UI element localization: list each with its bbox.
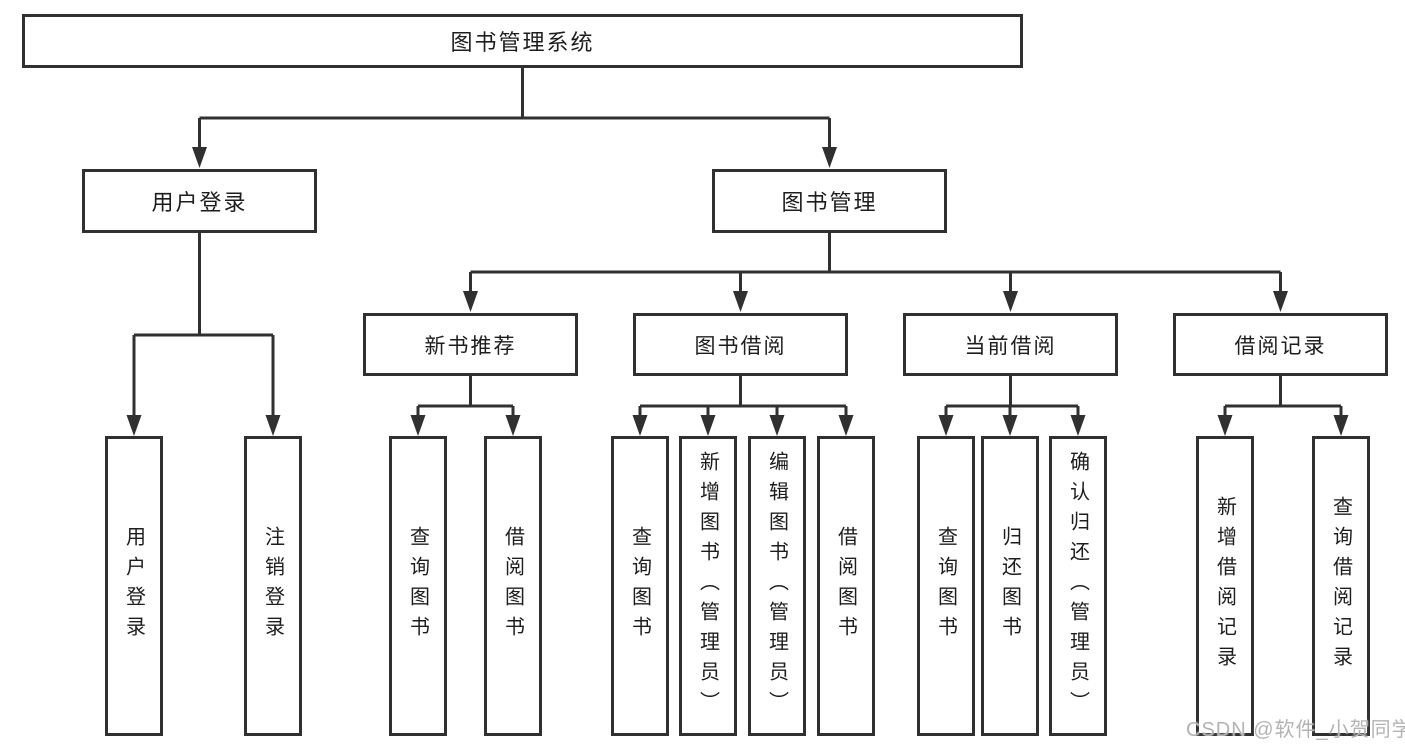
leaf-newbook-borrow-books-label: 借阅图书 [501, 526, 524, 646]
leaf-newbook-borrow-books: 借阅图书 [484, 436, 542, 736]
leaf-user-login: 用户登录 [105, 436, 163, 736]
leaf-current-confirm-return-admin-label: 确认归还（管理员） [1066, 451, 1089, 721]
node-borrow-record: 借阅记录 [1173, 313, 1388, 376]
node-new-book-recommend: 新书推荐 [363, 313, 578, 376]
leaf-current-query-books: 查询图书 [917, 436, 975, 736]
leaf-record-query: 查询借阅记录 [1312, 436, 1370, 736]
leaf-borrow-edit-books-admin: 编辑图书（管理员） [748, 436, 806, 736]
leaf-current-return-books: 归还图书 [981, 436, 1039, 736]
node-new-book-recommend-label: 新书推荐 [424, 334, 517, 358]
node-book-management-label: 图书管理 [781, 190, 878, 215]
leaf-current-return-books-label: 归还图书 [998, 526, 1021, 646]
leaf-newbook-query-books-label: 查询图书 [406, 526, 429, 646]
node-root-label: 图书管理系统 [450, 30, 595, 55]
node-book-borrow: 图书借阅 [633, 313, 848, 376]
leaf-borrow-borrow-books-label: 借阅图书 [834, 526, 857, 646]
leaf-borrow-query-books-label: 查询图书 [628, 526, 651, 646]
leaf-record-add: 新增借阅记录 [1196, 436, 1254, 736]
leaf-borrow-edit-books-admin-label: 编辑图书（管理员） [765, 451, 788, 721]
node-borrow-record-label: 借阅记录 [1234, 334, 1327, 358]
node-user-login-label: 用户登录 [151, 190, 248, 215]
node-user-login: 用户登录 [82, 169, 317, 233]
node-book-borrow-label: 图书借阅 [694, 334, 787, 358]
leaf-newbook-query-books: 查询图书 [389, 436, 447, 736]
node-current-borrow-label: 当前借阅 [964, 334, 1057, 358]
leaf-logout: 注销登录 [244, 436, 302, 736]
leaf-logout-label: 注销登录 [261, 526, 284, 646]
leaf-current-confirm-return-admin: 确认归还（管理员） [1049, 436, 1107, 736]
leaf-borrow-borrow-books: 借阅图书 [817, 436, 875, 736]
leaf-borrow-add-books-admin: 新增图书（管理员） [679, 436, 737, 736]
leaf-borrow-query-books: 查询图书 [611, 436, 669, 736]
leaf-record-add-label: 新增借阅记录 [1213, 496, 1236, 676]
node-current-borrow: 当前借阅 [903, 313, 1118, 376]
leaf-borrow-add-books-admin-label: 新增图书（管理员） [696, 451, 719, 721]
leaf-record-query-label: 查询借阅记录 [1329, 496, 1352, 676]
leaf-user-login-label: 用户登录 [122, 526, 145, 646]
node-book-management: 图书管理 [712, 169, 947, 233]
csdn-watermark: CSDN @软件_小贺同学 [1186, 719, 1405, 741]
leaf-current-query-books-label: 查询图书 [934, 526, 957, 646]
node-root: 图书管理系统 [22, 14, 1023, 68]
